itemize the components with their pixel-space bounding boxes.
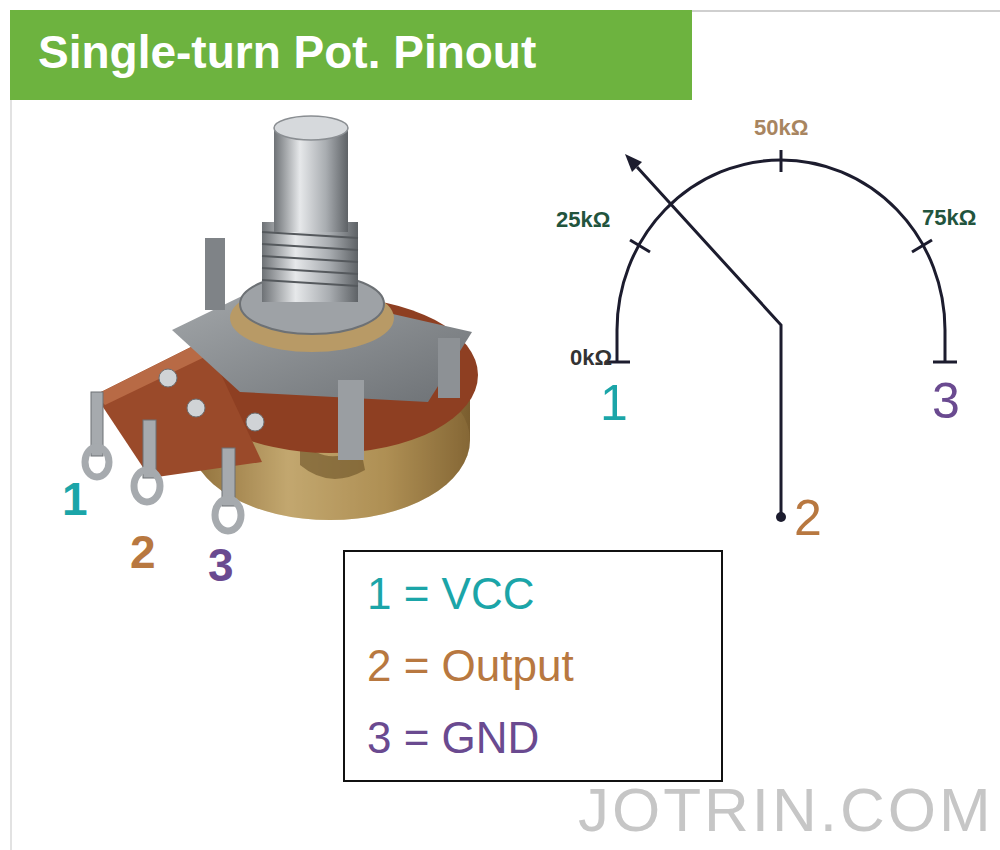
resistance-value: 50kΩ (754, 116, 808, 140)
plate-clip (438, 338, 460, 398)
resistance-value: 25kΩ (556, 208, 610, 232)
title-banner (10, 10, 692, 100)
title-text: Single-turn Pot. Pinout (38, 27, 536, 78)
pin-assignment: 2 = Output (367, 630, 699, 702)
pin-lug (134, 470, 160, 502)
rivet (159, 369, 177, 387)
shaft (274, 128, 348, 232)
wiper-arrowhead (625, 154, 642, 172)
locating-tab (205, 238, 225, 310)
potentiometer-picture (85, 116, 478, 531)
rivet (246, 413, 264, 431)
rivet (187, 399, 205, 417)
pin-assignment: 1 = VCC (367, 558, 699, 630)
terminal-dot (776, 512, 786, 522)
pin-number: 1 (62, 474, 88, 525)
scale-tick (780, 150, 783, 172)
wiper-line (637, 167, 781, 515)
scale-tick (912, 240, 932, 252)
terminal-number: 1 (600, 376, 628, 431)
threaded-bushing (262, 222, 358, 302)
pin-lug (215, 499, 241, 531)
frame-line (10, 100, 12, 850)
shaft-top (274, 116, 348, 140)
hex-nut (240, 274, 384, 334)
frame-line (692, 10, 1000, 12)
pinout-key-box: 1 = VCC2 = Output3 = GND (343, 550, 723, 782)
thread-lines (262, 232, 358, 286)
pin-number: 2 (130, 527, 156, 578)
resistance-value: 75kΩ (922, 206, 976, 230)
watermark: JOTRIN.COM (578, 776, 994, 844)
terminal-number: 2 (794, 491, 822, 546)
potentiometer-symbol (605, 150, 957, 515)
scale-tick (630, 240, 650, 252)
terminal-number: 3 (932, 374, 960, 429)
plate-clip (338, 380, 364, 460)
pin-lug (85, 447, 109, 477)
pin-number: 3 (208, 540, 234, 591)
pin-assignment: 3 = GND (367, 702, 699, 774)
resistance-value: 0kΩ (570, 346, 612, 370)
